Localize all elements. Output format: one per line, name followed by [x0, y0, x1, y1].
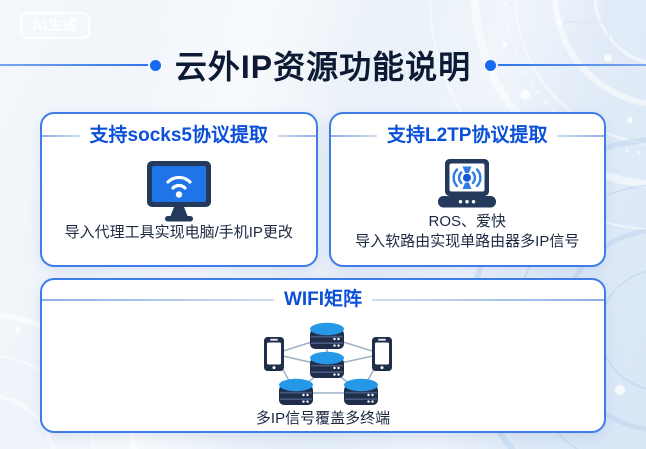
title-rule-right	[557, 135, 605, 137]
wifi-matrix-title-row: WIFI矩阵	[42, 288, 605, 312]
title-decoration-line-right	[498, 64, 646, 66]
socks5-card-title: 支持socks5协议提取	[89, 125, 268, 146]
page-title-row: 云外IP资源功能说明	[0, 44, 646, 86]
l2tp-card-description-line1: ROS、爱快	[428, 213, 506, 230]
top-cards-row: 支持socks5协议提取 导入代理工具实现电脑/手机IP更改 支持L2TP协议提…	[40, 112, 606, 267]
title-rule-left	[42, 299, 274, 301]
l2tp-card-description-line2: 导入软路由实现单路由器多IP信号	[355, 233, 580, 250]
title-rule-left	[42, 135, 80, 137]
wifi-matrix-description: 多IP信号覆盖多终端	[255, 410, 391, 427]
socks5-card-description: 导入代理工具实现电脑/手机IP更改	[64, 224, 293, 241]
l2tp-card: 支持L2TP协议提取	[328, 112, 606, 267]
ai-generated-badge: AI生成	[20, 12, 90, 39]
title-rule-right	[372, 299, 605, 301]
socks5-card-title-row: 支持socks5协议提取	[42, 124, 316, 148]
socks5-card: 支持socks5协议提取 导入代理工具实现电脑/手机IP更改	[40, 112, 318, 267]
title-decoration-line-left	[0, 64, 148, 66]
l2tp-card-title-row: 支持L2TP协议提取	[330, 124, 605, 148]
title-rule-right	[277, 135, 316, 137]
laptop-signal-icon	[438, 159, 497, 208]
phones-database-network-diagram	[264, 322, 392, 405]
wifi-matrix-card-title: WIFI矩阵	[283, 289, 363, 310]
title-rule-left	[330, 135, 378, 137]
title-decoration-dot-left	[149, 59, 161, 71]
monitor-wifi-icon	[146, 161, 211, 222]
page-title: 云外IP资源功能说明	[174, 49, 472, 85]
title-decoration-dot-right	[485, 59, 497, 71]
wifi-matrix-card: WIFI矩阵	[40, 278, 606, 433]
l2tp-card-title: 支持L2TP协议提取	[387, 125, 548, 146]
